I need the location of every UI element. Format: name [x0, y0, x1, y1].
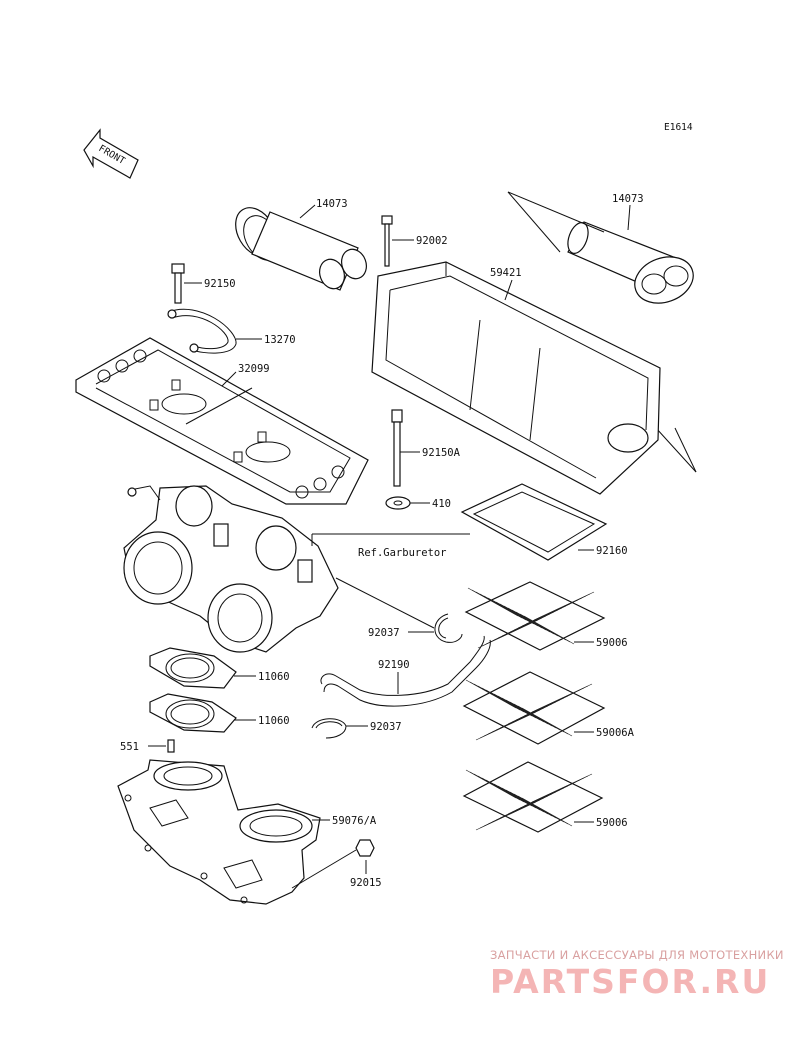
label-air-duct-right: 14073	[612, 193, 644, 205]
label-air-duct-left: 14073	[316, 198, 348, 210]
flame-arrester-3	[462, 761, 604, 833]
label-nut: 92015	[350, 877, 382, 889]
label-gasket-2: 11060	[258, 715, 290, 727]
air-box-base	[75, 337, 369, 505]
clamp-lower	[311, 718, 347, 739]
label-flame-arrester-2: 59006A	[596, 727, 635, 739]
label-bolt-long: 92150A	[422, 447, 461, 459]
bolt-long	[391, 409, 403, 487]
reference-carburetor: Ref.Garburetor	[358, 547, 447, 559]
label-pin: 551	[120, 741, 139, 753]
seal	[460, 483, 608, 561]
label-gasket-1: 11060	[258, 671, 290, 683]
air-box-cover	[371, 261, 661, 495]
label-manifold: 59076/A	[332, 815, 377, 827]
carburetor-assembly	[123, 485, 339, 653]
watermark-caption: ЗАПЧАСТИ И АКСЕССУАРЫ ДЛЯ МОТОТЕХНИКИ	[490, 948, 784, 962]
watermark-logo: PARTSFOR.RU	[490, 962, 771, 1001]
washer	[385, 496, 411, 510]
label-bolt-top: 92002	[416, 235, 448, 247]
label-clamp-lower: 92037	[370, 721, 402, 733]
label-clamp-upper: 92037	[368, 627, 400, 639]
nut	[355, 839, 375, 857]
hose	[320, 635, 491, 707]
label-air-box-cover: 59421	[490, 267, 522, 279]
diagram-code: E1614	[664, 122, 693, 133]
bracket	[167, 308, 237, 354]
gasket-1	[149, 647, 237, 689]
bolt-top	[381, 215, 393, 267]
label-flame-arrester-1: 59006	[596, 637, 628, 649]
label-air-box-base: 32099	[238, 363, 270, 375]
pin	[167, 739, 175, 753]
manifold	[117, 759, 321, 905]
flame-arrester-1	[464, 581, 606, 651]
air-duct-right	[567, 221, 694, 304]
label-flame-arrester-3: 59006	[596, 817, 628, 829]
label-washer: 410	[432, 498, 451, 510]
bolt-left	[171, 263, 185, 304]
label-seal: 92160	[596, 545, 628, 557]
air-duct-left	[235, 207, 367, 291]
label-bracket: 13270	[264, 334, 296, 346]
label-bolt-left: 92150	[204, 278, 236, 290]
gasket-2	[149, 693, 237, 733]
front-arrow-icon: FRONT	[83, 128, 139, 179]
label-hose: 92190	[378, 659, 410, 671]
flame-arrester-2	[462, 671, 606, 745]
clamp-upper	[434, 613, 463, 643]
